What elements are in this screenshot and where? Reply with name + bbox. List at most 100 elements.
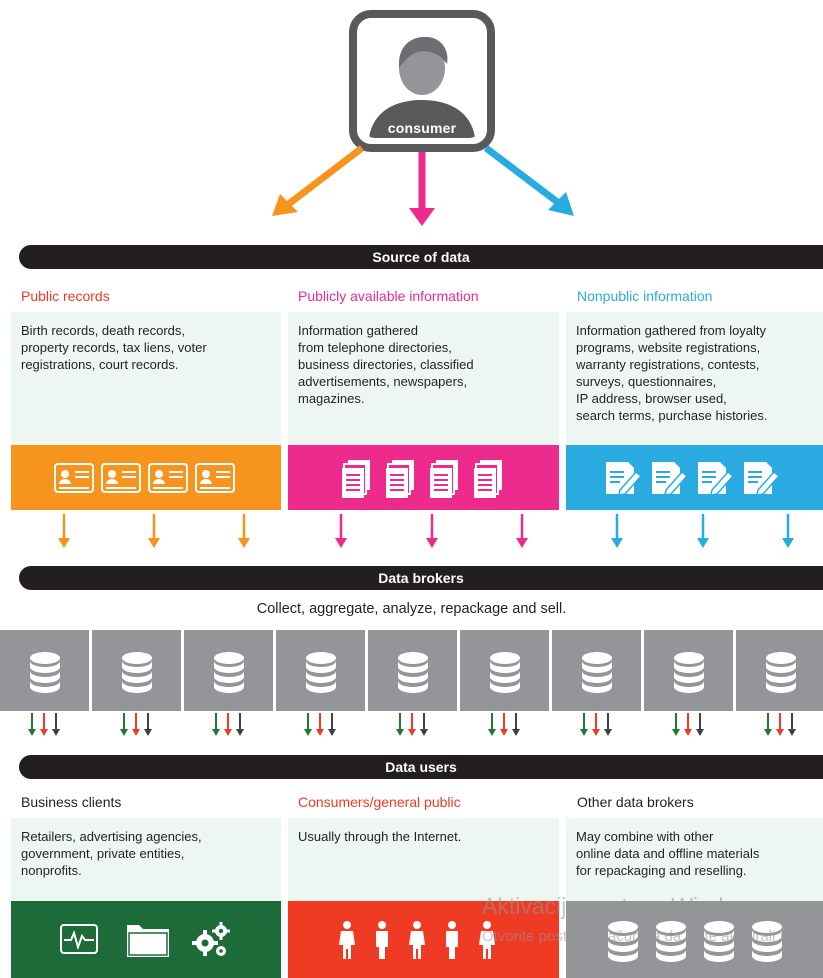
documents-icon: [385, 459, 414, 498]
broker-cell: [460, 630, 549, 711]
data-brokers-bar: Data brokers: [19, 566, 823, 590]
arrow-pink: [409, 152, 435, 226]
database-icon: [703, 920, 734, 962]
panel-other-brokers: May combine with other online data and o…: [566, 818, 823, 901]
broker-cell: [276, 630, 365, 711]
source-arrow: [58, 514, 70, 548]
id-card-icon: [101, 462, 141, 493]
person-figure-icon: [408, 920, 425, 959]
broker-arrow: [40, 713, 48, 736]
database-icon: [29, 651, 60, 693]
database-icon: [581, 651, 612, 693]
broker-arrow: [236, 713, 244, 736]
broker-arrow: [52, 713, 60, 736]
column-title-business-clients: Business clients: [21, 794, 122, 810]
source-arrows: [58, 514, 794, 548]
database-icon: [213, 651, 244, 693]
broker-arrow: [788, 713, 796, 736]
id-card-icon-row: [54, 462, 235, 493]
description-public-records: Birth records, death records, property r…: [21, 323, 207, 372]
database-icon: [489, 651, 520, 693]
consumers-icon-row: [338, 920, 495, 959]
data-brokers-label: Data brokers: [378, 570, 464, 586]
broker-arrow: [224, 713, 232, 736]
broker-arrow: [500, 713, 508, 736]
arrow-blue: [483, 145, 574, 216]
documents-icon-row: [341, 459, 502, 498]
broker-arrow: [304, 713, 312, 736]
person-figure-icon: [338, 920, 355, 959]
column-title-consumers: Consumers/general public: [298, 794, 461, 810]
arrow-orange: [272, 145, 365, 216]
band-business-clients: [11, 901, 281, 978]
source-arrow: [426, 514, 438, 548]
form-edit-icon: [743, 461, 780, 496]
id-card-icon: [54, 462, 94, 493]
documents-icon: [341, 459, 370, 498]
broker-arrows: [28, 713, 796, 736]
band-nonpublic: [566, 445, 823, 510]
column-title-other-brokers: Other data brokers: [577, 794, 694, 810]
band-other-brokers: [566, 901, 823, 978]
source-arrow: [238, 514, 250, 548]
description-nonpublic: Information gathered from loyalty progra…: [576, 323, 768, 423]
broker-cell: [0, 630, 89, 711]
broker-arrow: [580, 713, 588, 736]
gears-icon: [192, 921, 230, 956]
broker-arrow: [592, 713, 600, 736]
database-icon: [765, 651, 796, 693]
broker-arrow: [408, 713, 416, 736]
database-icon: [655, 920, 686, 962]
pulse-monitor-icon: [60, 923, 98, 954]
broker-arrow: [28, 713, 36, 736]
data-users-bar: Data users: [19, 755, 823, 779]
data-brokers-subtitle: Collect, aggregate, analyze, repackage a…: [256, 601, 567, 617]
broker-cell: [644, 630, 733, 711]
form-edit-icon: [697, 461, 734, 496]
broker-arrow: [212, 713, 220, 736]
form-edit-icon-row: [605, 461, 780, 496]
id-card-icon: [195, 462, 235, 493]
form-edit-icon: [605, 461, 642, 496]
column-title-public-records: Public records: [21, 288, 110, 304]
person-figure-icon: [375, 920, 388, 959]
person-figure-icon: [478, 920, 495, 959]
database-icon: [397, 651, 428, 693]
broker-arrow: [604, 713, 612, 736]
broker-arrow: [488, 713, 496, 736]
broker-arrow: [120, 713, 128, 736]
broker-arrow: [316, 713, 324, 736]
broker-arrow: [684, 713, 692, 736]
band-consumers: [288, 901, 559, 978]
column-title-publicly-available: Publicly available information: [298, 288, 479, 304]
band-publicly-available: [288, 445, 559, 510]
consumer-label: consumer: [387, 120, 457, 136]
documents-icon: [429, 459, 458, 498]
panel-public-records: Birth records, death records, property r…: [11, 312, 281, 445]
description-consumers: Usually through the Internet.: [298, 829, 462, 844]
panel-business-clients: Retailers, advertising agencies, governm…: [11, 818, 281, 901]
other-brokers-icon-row: [607, 920, 782, 962]
broker-arrow: [776, 713, 784, 736]
broker-arrow: [764, 713, 772, 736]
broker-arrow: [672, 713, 680, 736]
broker-arrow: [696, 713, 704, 736]
person-icon: [369, 36, 475, 138]
source-of-data-bar: Source of data: [19, 245, 823, 269]
database-icon: [121, 651, 152, 693]
database-icon: [305, 651, 336, 693]
broker-arrow: [144, 713, 152, 736]
source-arrow: [697, 514, 709, 548]
band-public-records: [11, 445, 281, 510]
broker-arrow: [396, 713, 404, 736]
database-icon: [673, 651, 704, 693]
form-edit-icon: [651, 461, 688, 496]
source-arrow: [611, 514, 623, 548]
database-icon: [751, 920, 782, 962]
description-other-brokers: May combine with other online data and o…: [576, 829, 760, 878]
folder-icon: [127, 924, 169, 957]
database-icon: [607, 920, 638, 962]
broker-cell: [552, 630, 641, 711]
source-arrow: [782, 514, 794, 548]
broker-arrow: [328, 713, 336, 736]
